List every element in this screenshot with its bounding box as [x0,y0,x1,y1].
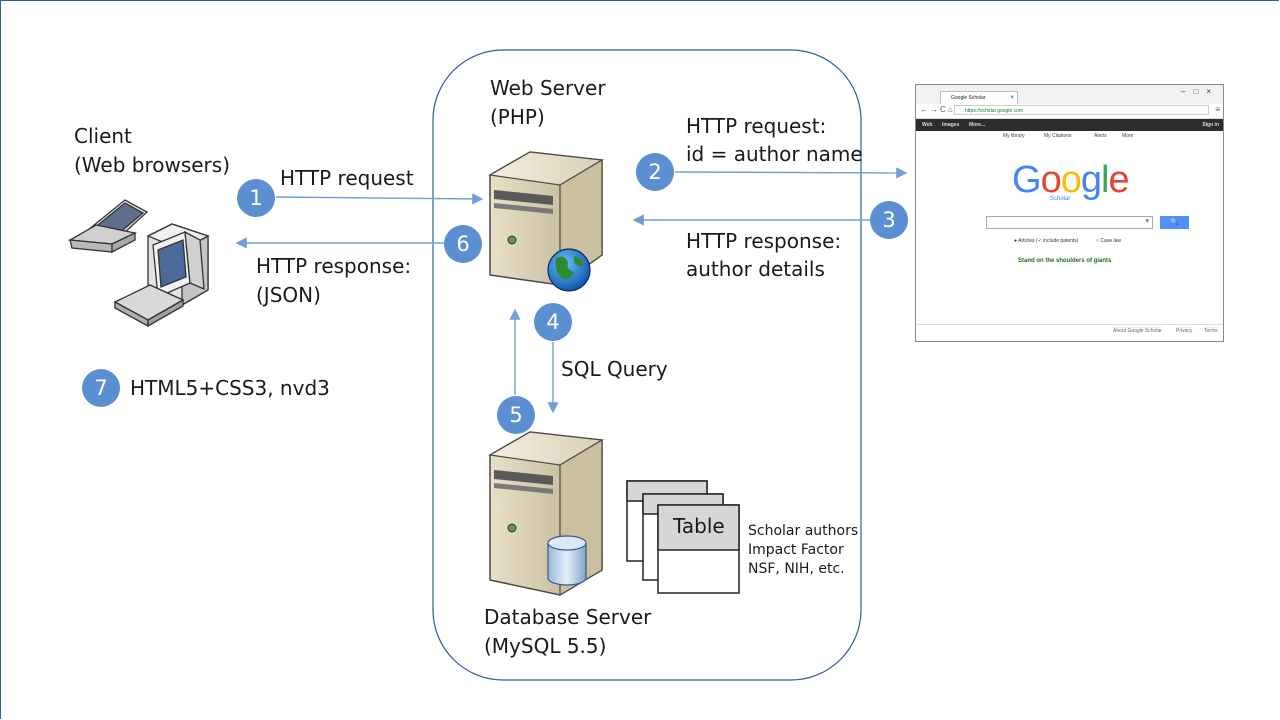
step-6-label-line2: (JSON) [256,283,321,307]
step-6-label-line1: HTTP response: [256,254,412,278]
step-2-label-line1: HTTP request: [686,114,827,138]
dropdown-arrow-icon[interactable]: ▾ [1145,218,1149,225]
google-logo-letter: o [1040,159,1062,201]
my-citations-link[interactable]: My Citations [1044,133,1072,139]
radio-articles[interactable]: ● Articles (✓ include patents) [1014,238,1079,244]
google-logo-letter: G [1012,159,1042,201]
window-controls[interactable]: –□× [1181,87,1219,96]
footer-about[interactable]: About Google Scholar [1113,327,1162,334]
google-scholar-browser: Google Scholar × –□× ←→C⌂ https://schola… [915,84,1224,342]
top-link-web[interactable]: Web [922,122,933,128]
database-server-icon [488,431,604,597]
step-badge-1: 1 [237,179,275,217]
step-badge-3: 3 [870,201,908,239]
google-top-bar: Web Images More... Sign in [916,119,1223,131]
my-library-link[interactable]: My library [1003,133,1025,139]
tables-desc-3: NSF, NIH, etc. [748,561,845,577]
step-3-label-line2: author details [686,257,825,281]
web-server-label-line2: (PHP) [490,105,545,129]
web-server-label-line1: Web Server [490,76,606,100]
step-badge-2: 2 [636,153,674,191]
db-server-label-line2: (MySQL 5.5) [484,634,607,658]
step-1-label: HTTP request [280,166,414,190]
step-7-label: HTML5+CSS3, nvd3 [130,376,330,400]
step-badge-6: 6 [444,225,482,263]
radio-articles-label: Articles (✓ include patents) [1018,238,1079,244]
step-badge-4: 4 [534,303,572,341]
alerts-link[interactable]: Alerts [1094,133,1107,139]
server-container [432,49,862,681]
client-computers-icon [67,199,210,328]
signin-link[interactable]: Sign in [1202,122,1219,128]
tables-desc-1: Scholar authors [748,523,859,539]
top-link-more[interactable]: More... [969,122,986,128]
menu-icon[interactable]: ≡ [1215,105,1220,114]
tables-desc-2: Impact Factor [748,542,844,558]
google-logo-letter: e [1108,159,1129,201]
footer-privacy[interactable]: Privacy [1176,327,1193,334]
browser-tab[interactable]: Google Scholar × [940,91,1018,104]
close-tab-icon[interactable]: × [1010,95,1014,101]
google-logo-letter: l [1100,159,1110,201]
radio-case-law-label: Case law [1100,238,1121,244]
step-4-label: SQL Query [561,357,668,381]
address-bar: ←→C⌂ https://scholar.google.com ≡ [916,104,1223,119]
url-field[interactable]: https://scholar.google.com [954,105,1209,115]
google-logo-letter: o [1060,159,1082,201]
google-logo: Google [1012,159,1130,202]
scholar-search-button[interactable]: 🔍 [1160,216,1189,229]
web-server-icon [488,151,604,292]
google-logo-letter: g [1080,159,1102,201]
browser-tab-bar: Google Scholar × –□× [916,85,1223,104]
step-badge-5: 5 [497,396,535,434]
footer-terms[interactable]: Terms [1204,327,1218,334]
client-label-line2: (Web browsers) [74,153,231,177]
radio-case-law[interactable]: ○ Case law [1096,238,1121,244]
table-label: Table [673,514,725,538]
scholar-logo-sub: Scholar [1050,196,1071,202]
arrow-2 [674,167,908,179]
step-3-label-line1: HTTP response: [686,229,842,253]
arrow-1 [275,193,484,205]
top-link-images[interactable]: Images [942,122,960,128]
nav-buttons-icon[interactable]: ←→C⌂ [920,105,955,114]
scholar-search-input[interactable]: ▾ [986,216,1153,229]
db-server-label-line1: Database Server [484,605,652,629]
footer-divider [916,324,1223,325]
step-2-label-line2: id = author name [686,142,863,166]
tables-stack-icon [626,480,740,594]
tab-title: Google Scholar [951,95,986,101]
step-badge-7: 7 [82,369,120,407]
scholar-motto: Stand on the shoulders of giants [1018,258,1112,264]
more-link[interactable]: More [1122,133,1134,139]
client-label-line1: Client [74,124,132,148]
